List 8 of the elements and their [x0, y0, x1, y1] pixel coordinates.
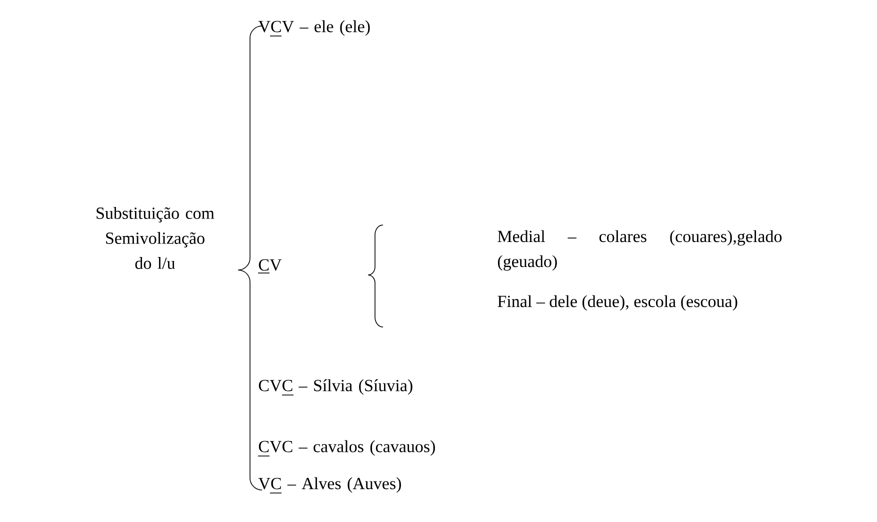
term-text: VCV – ele (ele): [258, 20, 370, 36]
term-text: CVC – cavalos (cavauos): [258, 440, 435, 456]
term-text: Final – dele (deue), escola (escoua): [498, 295, 738, 311]
term-text: VC – Alves (Auves): [258, 477, 401, 493]
term-text: CV: [258, 259, 282, 271]
term-text: Medial – colares (couares),gelado (geuado): [498, 230, 782, 271]
term-text: Substituição com Semivolização do l/u: [96, 207, 214, 269]
term-text: CVC – Sílvia (Síuvia): [258, 379, 412, 395]
